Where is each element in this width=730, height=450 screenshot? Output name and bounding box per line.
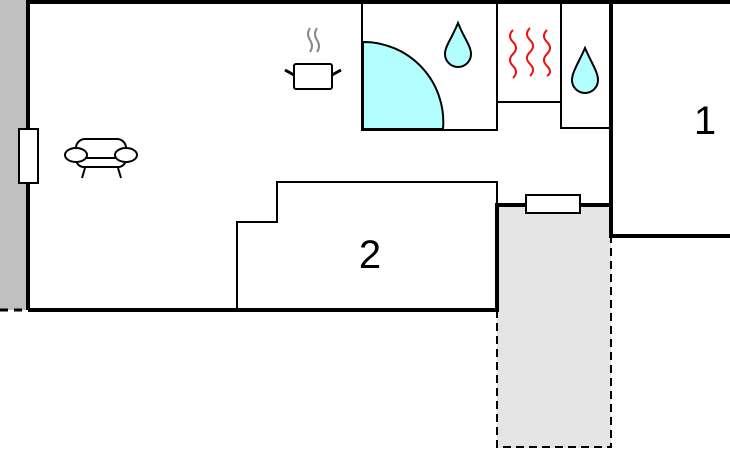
window-icon (18, 128, 39, 184)
terrace-dashed-edge (496, 205, 612, 448)
terrace (497, 205, 611, 448)
room-2-walls (236, 181, 498, 310)
shower-icon (362, 40, 445, 130)
room-1-label: 1 (694, 99, 716, 143)
steam-icon (307, 27, 320, 53)
washroom (560, 1, 612, 129)
cooking-pot-icon (284, 27, 342, 90)
room-2-label: 2 (359, 233, 381, 277)
water-drop-icon (443, 20, 473, 68)
window-icon (525, 194, 581, 214)
water-drop-icon (570, 45, 600, 94)
sofa-icon (64, 138, 138, 179)
sauna-heat-icon (509, 27, 551, 79)
